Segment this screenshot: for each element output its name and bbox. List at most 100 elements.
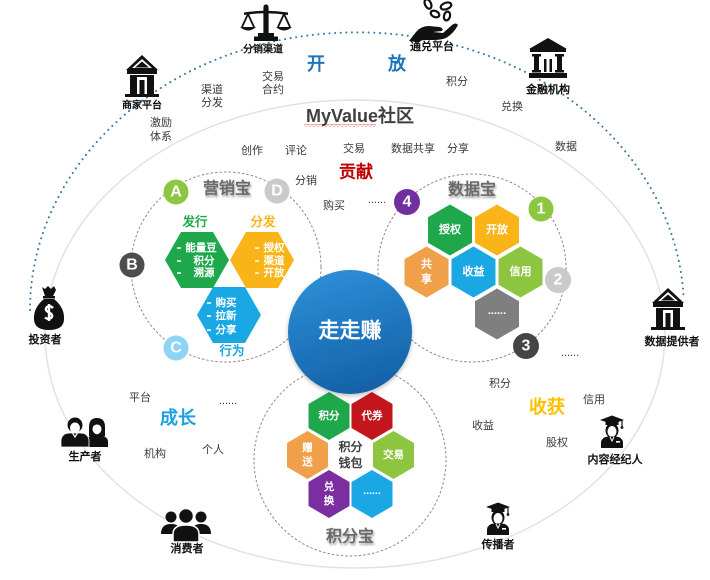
badge-1 (528, 196, 554, 222)
harvest-more: ...... (561, 347, 579, 359)
hex-label: 收益 (463, 264, 485, 278)
hex-item: 授权 (264, 241, 285, 254)
badge-a (163, 179, 189, 205)
bullet-dash (177, 260, 181, 262)
wallet-label: 积分 (338, 439, 362, 454)
scales-icon (239, 3, 293, 42)
actor-disseminator: 传播者 (481, 501, 515, 551)
actor-label: 消费者 (171, 541, 204, 555)
hex-shape (428, 204, 472, 256)
data-module: 数据宝 授权 开放 共 享 收益 信用 ...... 4 1 (394, 180, 571, 359)
bullet-dash (255, 260, 259, 262)
link-system: 体系 (150, 129, 172, 143)
contribution-item: 分销 (295, 173, 317, 187)
link-channel: 渠道 (201, 82, 223, 96)
actor-label: 生产者 (69, 449, 102, 463)
growth-title: 成长 (160, 407, 197, 428)
harvest-item: 信用 (583, 393, 605, 406)
bullet-dash (255, 247, 259, 249)
spellcheck-underline (304, 124, 376, 127)
hex-item: 拉新 (216, 309, 237, 322)
group-label-behavior: 行为 (218, 343, 244, 358)
building-icon (125, 55, 159, 97)
hex-label: 享 (421, 272, 432, 286)
hex-label: 信用 (510, 264, 532, 278)
hex-item: 积分 (194, 254, 215, 267)
hex-item: 渠道 (263, 254, 285, 267)
open-char-right: 放 (387, 53, 407, 74)
link-trade: 交易 (262, 69, 284, 83)
contribution-item: 创作 (241, 144, 263, 157)
contribution-title: 贡献 (339, 162, 373, 182)
hex-item: 能量豆 (185, 241, 217, 254)
hex-label: 开放 (486, 222, 509, 236)
hex-issue (165, 232, 229, 288)
hex-shape (451, 246, 496, 298)
wallet-label: 钱包 (338, 455, 362, 470)
actor-merchant-platform: 商家平台 (122, 55, 162, 112)
actor-content-broker: 内容经纪人 (588, 414, 643, 466)
badge-a-label: A (170, 184, 182, 201)
hex-label: 交易 (383, 448, 404, 461)
hex-item: 溯源 (194, 266, 215, 279)
money-bag-icon (32, 284, 66, 332)
hex-shape (308, 392, 350, 440)
hex-label: ...... (488, 305, 506, 317)
harvest-item: 收益 (472, 418, 494, 432)
bullet-dash (207, 315, 211, 317)
hex-shape (308, 470, 350, 518)
community-title: MyValue社区 (306, 105, 414, 126)
link-points: 积分 (446, 75, 468, 88)
graduate-icon (599, 414, 625, 449)
group-icon (160, 507, 212, 543)
hex-label: 授权 (439, 222, 462, 236)
badge-2-label: 2 (554, 272, 563, 289)
bullet-dash (177, 247, 181, 249)
badge-b-label: B (126, 257, 138, 274)
hex-points: 积分 (308, 392, 350, 440)
actor-label: 商家平台 (122, 99, 162, 112)
link-exchange: 兑换 (501, 99, 523, 113)
graduate-icon (485, 501, 511, 536)
hex-more: ...... (475, 288, 519, 340)
badge-d (264, 178, 290, 204)
growth-more: ...... (219, 395, 237, 407)
building-icon (651, 288, 685, 330)
actor-label: 分销渠道 (243, 43, 283, 56)
hex-trade: 交易 (373, 431, 414, 479)
hex-credit: 信用 (498, 246, 543, 298)
badge-4-label: 4 (403, 194, 412, 211)
bullet-dash (177, 272, 181, 274)
bullet-dash (207, 302, 211, 304)
actor-distribution-channel: 分销渠道 (239, 3, 293, 56)
link-distribution: 分发 (201, 95, 223, 109)
actor-exchange-platform: 通兑平台 (407, 0, 460, 53)
badge-4 (394, 189, 420, 215)
hex-shape (351, 392, 393, 440)
growth-item: 平台 (129, 390, 151, 404)
link-contract: 合约 (262, 82, 284, 96)
badge-3 (513, 333, 539, 359)
open-char-left: 开 (307, 54, 325, 74)
data-ring (377, 173, 567, 363)
community-ring (44, 99, 666, 569)
hex-label: 兑 (324, 480, 335, 493)
badge-c (163, 335, 189, 361)
hex-distribute (230, 232, 294, 288)
actor-label: 通兑平台 (410, 39, 454, 53)
hex-redeem: 兑 换 (308, 470, 350, 518)
hex-label: 换 (324, 494, 335, 507)
actor-label: 投资者 (29, 332, 62, 346)
hex-item: 开放 (264, 266, 285, 279)
marketing-module: 营销宝 A B C D 发行 能量豆 积分 溯源 分发 授权 渠道 开放 购买 … (119, 178, 294, 361)
hex-label: 共 (421, 257, 432, 271)
actor-financial-institution: 金融机构 (525, 38, 570, 96)
contribution-item: 分享 (447, 141, 469, 155)
hex-more: ...... (351, 470, 393, 518)
actor-label: 数据提供者 (645, 334, 700, 348)
growth-item: 个人 (202, 443, 224, 456)
contribution-more: ...... (368, 194, 386, 206)
hex-revenue: 收益 (451, 246, 496, 298)
